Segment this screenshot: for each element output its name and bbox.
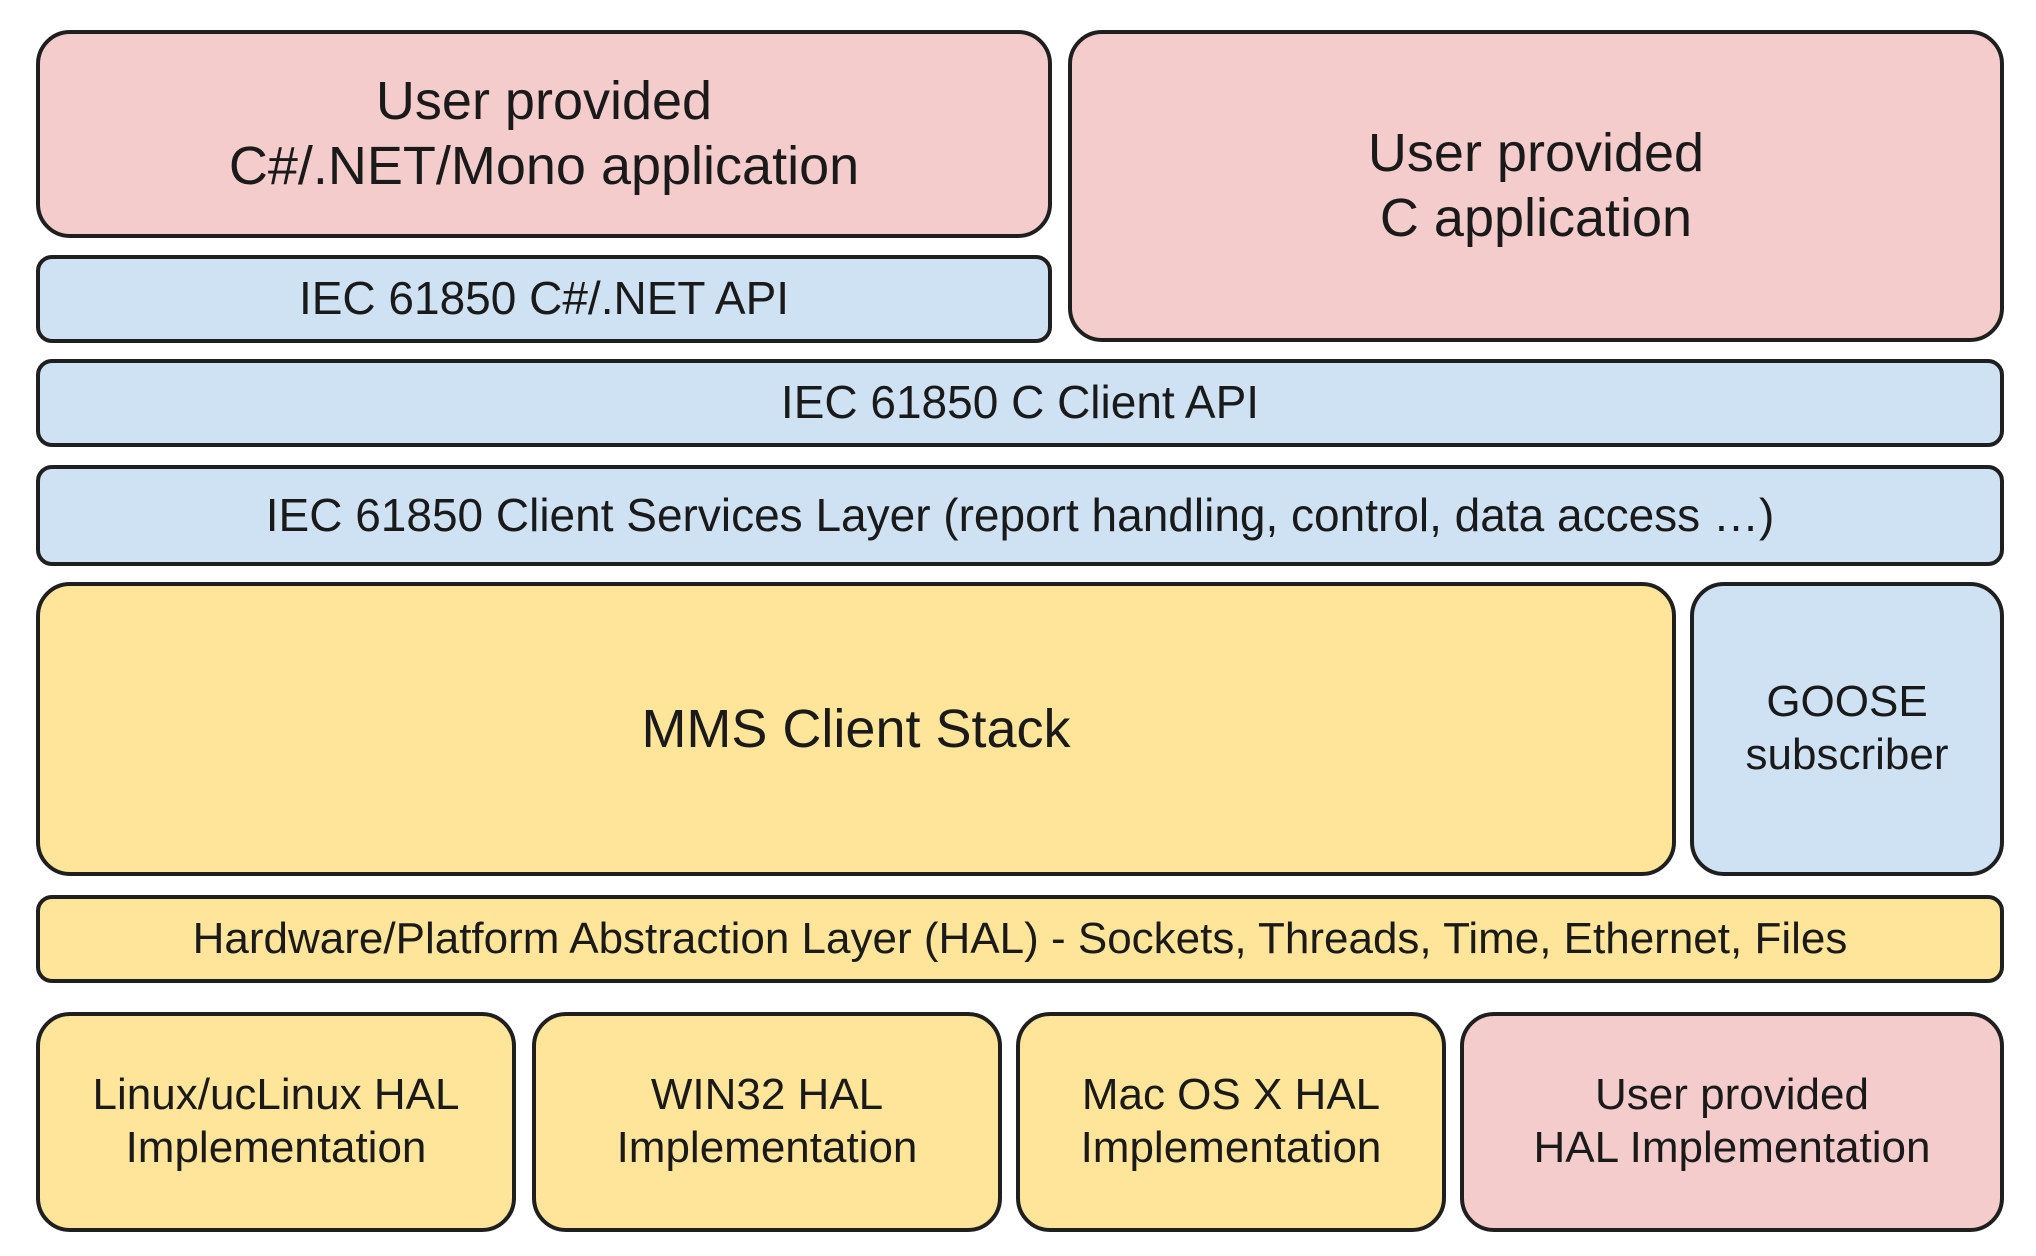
csharp-api-box: IEC 61850 C#/.NET API	[36, 255, 1052, 343]
hal-linux-box: Linux/ucLinux HAL Implementation	[36, 1012, 516, 1232]
client-services-layer-box: IEC 61850 Client Services Layer (report …	[36, 465, 2004, 566]
user-csharp-application-box: User provided C#/.NET/Mono application	[36, 30, 1052, 238]
goose-subscriber-box: GOOSE subscriber	[1690, 582, 2004, 876]
hal-macos-box: Mac OS X HAL Implementation	[1016, 1012, 1446, 1232]
hal-user-provided-box: User provided HAL Implementation	[1460, 1012, 2004, 1232]
c-client-api-box: IEC 61850 C Client API	[36, 359, 2004, 447]
hal-win32-box: WIN32 HAL Implementation	[532, 1012, 1002, 1232]
user-c-application-box: User provided C application	[1068, 30, 2004, 342]
mms-client-stack-box: MMS Client Stack	[36, 582, 1676, 876]
hal-layer-box: Hardware/Platform Abstraction Layer (HAL…	[36, 895, 2004, 983]
